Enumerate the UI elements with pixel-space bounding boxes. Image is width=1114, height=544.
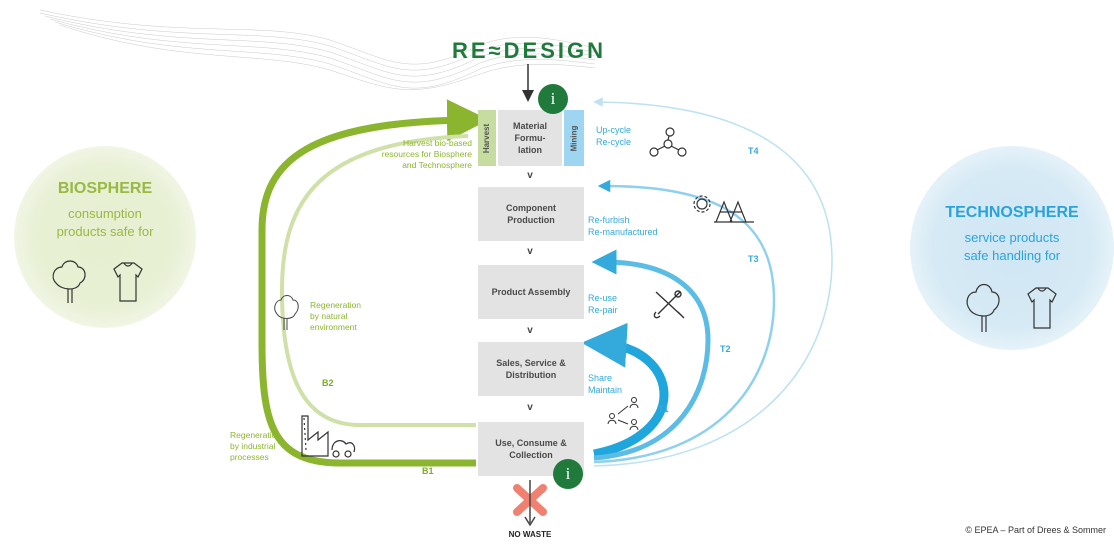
tree-icon — [52, 260, 86, 303]
use-label-1: Use, Consume & — [495, 438, 567, 448]
reuse-label: Re-use — [588, 293, 618, 303]
regen-industrial-annotation: Regeneration by industrial processes — [230, 430, 310, 463]
technosphere-circle — [910, 146, 1114, 350]
assembly-label: Product Assembly — [491, 287, 571, 297]
loop-t4-arc — [593, 97, 833, 467]
maintain-label: Maintain — [588, 385, 623, 395]
technosphere-title: TECHNOSPHERE — [945, 204, 1079, 221]
tools-icon — [653, 290, 685, 319]
loop-b2-arc — [279, 134, 476, 427]
use-consume-box: Use, Consume & Collection — [478, 422, 584, 476]
swoosh-lines — [39, 9, 596, 90]
no-waste-label: NO WASTE — [508, 530, 552, 539]
molecule-icon — [649, 127, 687, 157]
harvest-annotation-3: and Technosphere — [402, 160, 472, 170]
chevron-3: v — [527, 325, 533, 336]
mining-tab: Mining — [564, 110, 584, 166]
chevron-1: v — [527, 170, 533, 181]
chevron-4: v — [527, 402, 533, 413]
regen-natural-2: by natural — [310, 311, 348, 321]
loop-t1-arc — [581, 322, 669, 459]
copyright-text: © EPEA – Part of Drees & Sommer — [965, 525, 1106, 535]
biosphere-title: BIOSPHERE — [57, 180, 153, 197]
material-label-1: Material — [512, 121, 547, 131]
tree-icon — [274, 295, 299, 330]
sales-label-2: Distribution — [505, 370, 557, 380]
loop-b1-arc — [258, 99, 489, 467]
reuse-annotation: Re-use Re-pair — [588, 292, 618, 316]
loop-t1-label: T1 — [658, 404, 669, 414]
harvest-annotation: Harvest bio-based resources for Biospher… — [360, 138, 472, 171]
person-icon — [1027, 287, 1057, 329]
component-label-1: Component — [506, 203, 556, 213]
harvest-tab: Harvest — [478, 110, 496, 166]
use-label-2: Collection — [509, 450, 553, 460]
biosphere-line2: products safe for — [56, 224, 154, 239]
refurbish-annotation: Re-furbish Re-manufactured — [588, 214, 658, 238]
loop-t2-arc — [591, 249, 711, 461]
component-production-box: Component Production — [478, 187, 584, 241]
regen-natural-1: Regeneration — [310, 300, 362, 310]
regen-natural-annotation: Regeneration by natural environment — [310, 300, 390, 333]
regen-industrial-2: by industrial — [230, 441, 276, 451]
gear-icon — [693, 195, 754, 223]
loop-b2-label: B2 — [322, 378, 334, 388]
biosphere-line1: consumption — [68, 206, 142, 221]
upcycle-annotation: Up-cycle Re-cycle — [596, 124, 631, 148]
regen-natural-3: environment — [310, 322, 357, 332]
material-formulation-box: Material Formu- lation — [498, 110, 562, 166]
harvest-tab-label: Harvest — [482, 123, 492, 153]
technosphere-icons — [966, 283, 1057, 332]
sales-label-1: Sales, Service & — [496, 358, 566, 368]
mining-tab-label: Mining — [569, 125, 579, 151]
share-annotation: Share Maintain — [588, 372, 622, 396]
product-assembly-box: Product Assembly — [478, 265, 584, 319]
technosphere-line2: safe handling for — [963, 248, 1061, 263]
component-label-2: Production — [507, 215, 555, 225]
tree-icon — [966, 283, 1000, 332]
regen-industrial-1: Regeneration — [230, 430, 282, 440]
sales-service-box: Sales, Service & Distribution — [478, 342, 584, 396]
recycle-label: Re-cycle — [596, 137, 632, 147]
info-button-top[interactable]: i — [538, 84, 568, 114]
loop-b1-label: B1 — [422, 466, 434, 476]
biosphere-icons — [52, 260, 143, 303]
info-button-bottom[interactable]: i — [553, 459, 583, 489]
regen-industrial-3: processes — [230, 452, 269, 462]
upcycle-label: Up-cycle — [596, 125, 632, 135]
material-label-2: Formu- — [514, 133, 546, 143]
refurbish-label: Re-furbish — [588, 215, 630, 225]
redesign-logo: RE≈DESIGN — [452, 38, 606, 63]
harvest-annotation-1: Harvest bio-based — [403, 138, 472, 148]
people-share-icon — [607, 397, 639, 431]
loop-t3-label: T3 — [748, 254, 759, 264]
loop-t4-label: T4 — [748, 146, 759, 156]
material-label-3: lation — [518, 145, 542, 155]
biosphere-circle — [14, 146, 196, 328]
harvest-annotation-2: resources for Biosphere — [381, 149, 472, 159]
remanufactured-label: Re-manufactured — [588, 227, 658, 237]
technosphere-line1: service products — [964, 230, 1060, 245]
repair-label: Re-pair — [588, 305, 618, 315]
share-label: Share — [588, 373, 613, 383]
factory-icon — [301, 415, 356, 458]
chevron-2: v — [527, 246, 533, 257]
loop-t2-label: T2 — [720, 344, 731, 354]
person-icon — [113, 262, 143, 302]
